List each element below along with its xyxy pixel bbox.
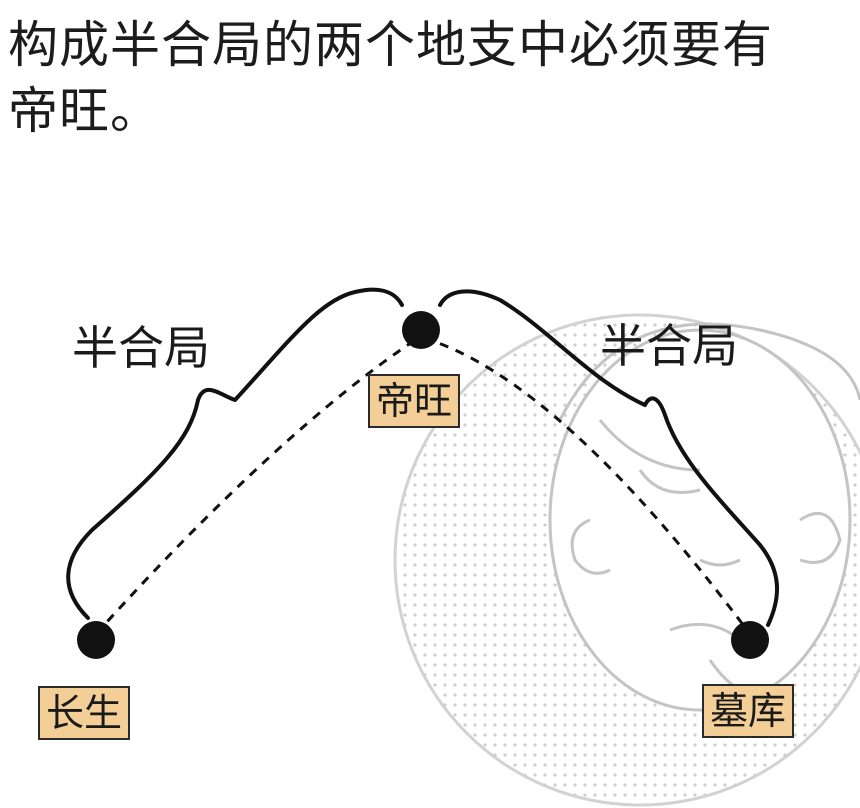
node-label-right: 墓库 bbox=[702, 684, 795, 738]
node-label-left: 长生 bbox=[38, 686, 131, 740]
left-brace bbox=[66, 287, 404, 620]
node-dot-right bbox=[731, 621, 769, 659]
right-brace bbox=[438, 289, 779, 627]
right-bracket-label: 半合局 bbox=[600, 319, 738, 373]
node-dot-top bbox=[402, 311, 440, 349]
heading-line-1: 构成半合局的两个地支中必须要有 bbox=[8, 16, 773, 74]
background-illustration bbox=[393, 313, 860, 807]
node-dot-left bbox=[77, 621, 115, 659]
dashed-arc-right bbox=[423, 336, 752, 635]
heading-line-2: 帝旺。 bbox=[8, 82, 161, 140]
page-heading: 构成半合局的两个地支中必须要有 帝旺。 bbox=[8, 12, 858, 144]
left-bracket-label: 半合局 bbox=[72, 321, 210, 375]
node-label-top: 帝旺 bbox=[368, 374, 461, 428]
dashed-arc-left bbox=[94, 336, 419, 636]
